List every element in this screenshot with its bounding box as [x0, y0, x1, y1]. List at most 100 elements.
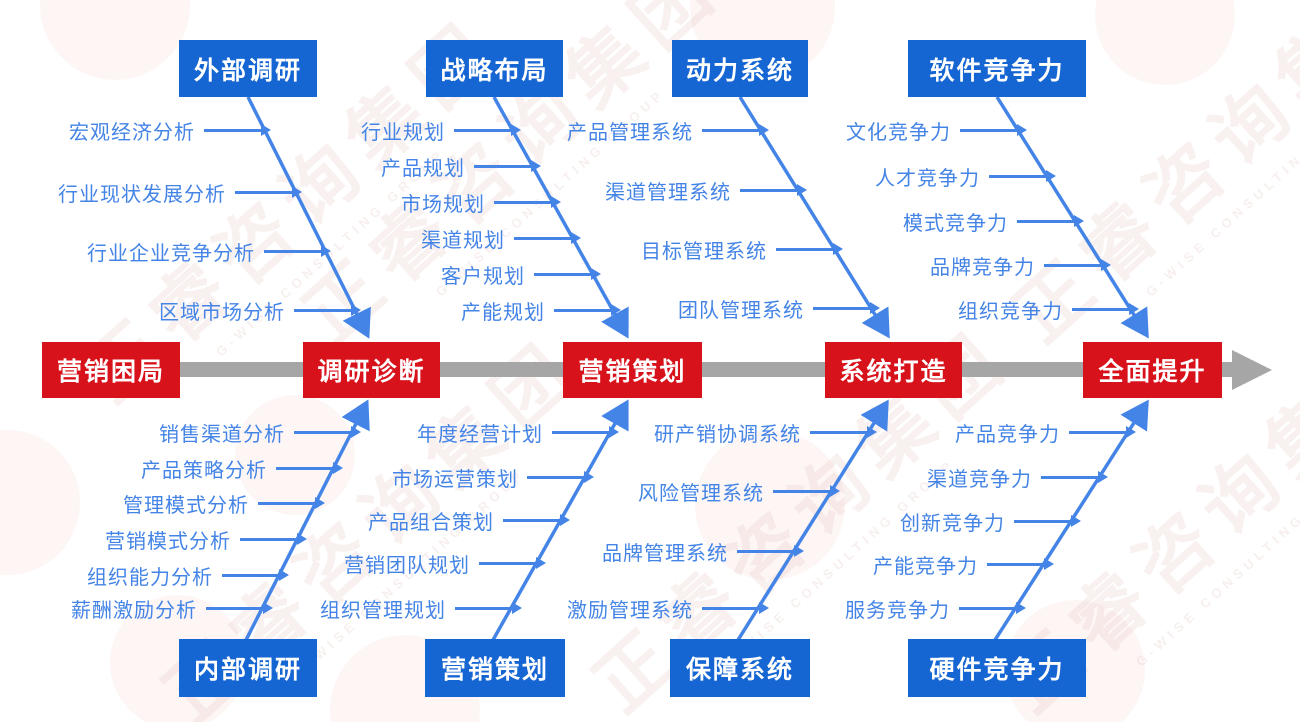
branch-item-label: 激励管理系统 — [567, 599, 693, 622]
top-cause-box-2-label: 战略布局 — [440, 56, 549, 85]
branch-item: 年度经营计划 — [417, 418, 619, 446]
branch-item-label: 区域市场分析 — [159, 301, 285, 324]
branch-item: 团队管理系统 — [678, 294, 880, 322]
arrow-right-icon — [960, 123, 1027, 136]
top-cause-box-4: 软件竞争力 — [908, 40, 1086, 97]
branch-item-label: 组织竞争力 — [958, 300, 1063, 323]
branch-item-label: 管理模式分析 — [123, 494, 249, 517]
branch-item: 产品组合策划 — [368, 506, 570, 534]
arrow-right-icon — [773, 484, 840, 497]
diagonal-line-bottom-1 — [244, 399, 370, 641]
top-cause-box-3-label: 动力系统 — [685, 56, 794, 85]
branch-item-label: 品牌竞争力 — [930, 256, 1035, 279]
branch-item-label: 模式竞争力 — [903, 212, 1008, 235]
arrow-right-icon — [737, 544, 804, 557]
arrow-right-icon — [264, 244, 331, 257]
arrow-right-icon — [294, 425, 361, 438]
branch-item-label: 市场规划 — [401, 193, 485, 216]
arrow-right-icon — [959, 601, 1026, 614]
diagonal-line-top-3 — [738, 96, 890, 339]
branch-item-label: 渠道竞争力 — [927, 468, 1032, 491]
arrow-right-icon — [1041, 470, 1108, 483]
branch-item: 行业企业竞争分析 — [87, 237, 331, 265]
branch-item-label: 市场运营策划 — [392, 468, 518, 491]
spine-node-3-label: 营销策划 — [578, 358, 687, 386]
diagonal-line-bottom-2 — [491, 399, 629, 641]
branch-item: 渠道竞争力 — [927, 463, 1108, 491]
bottom-cause-box-3: 保障系统 — [670, 639, 810, 697]
branch-item: 渠道管理系统 — [605, 176, 807, 204]
arrow-right-icon — [552, 425, 619, 438]
branch-item: 文化竞争力 — [846, 116, 1027, 144]
branch-item-label: 宏观经济分析 — [69, 121, 195, 144]
branch-item-label: 产能竞争力 — [873, 555, 978, 578]
top-cause-box-2: 战略布局 — [426, 40, 563, 97]
arrow-right-icon — [810, 425, 877, 438]
top-cause-box-1: 外部调研 — [179, 40, 317, 97]
arrow-right-icon — [240, 532, 307, 545]
top-cause-box-1-label: 外部调研 — [193, 56, 302, 85]
branch-item-label: 创新竞争力 — [900, 512, 1005, 535]
branch-item: 营销团队规划 — [344, 549, 546, 577]
spine-node-2: 调研诊断 — [303, 342, 440, 398]
bottom-cause-box-4: 硬件竞争力 — [908, 639, 1086, 697]
branch-item-label: 渠道规划 — [421, 229, 505, 252]
branch-item-label: 行业规划 — [361, 121, 445, 144]
branch-item: 组织竞争力 — [958, 295, 1139, 323]
branch-item-label: 组织能力分析 — [87, 566, 213, 589]
arrow-right-icon — [702, 123, 769, 136]
bottom-cause-box-4-label: 硬件竞争力 — [929, 656, 1065, 684]
arrow-right-icon — [534, 267, 601, 280]
arrow-right-icon — [989, 169, 1056, 182]
branch-item-label: 产品管理系统 — [567, 121, 693, 144]
branch-item-label: 研产销协调系统 — [654, 423, 801, 446]
branch-item: 品牌竞争力 — [930, 251, 1111, 279]
top-cause-box-3: 动力系统 — [672, 40, 808, 97]
branch-item-label: 产能规划 — [461, 301, 545, 324]
branch-item: 行业规划 — [361, 116, 521, 144]
arrow-right-icon — [503, 513, 570, 526]
arrow-right-icon — [206, 601, 273, 614]
spine-node-5: 全面提升 — [1083, 342, 1222, 398]
branch-item: 产品竞争力 — [955, 418, 1136, 446]
diagonal-line-top-2 — [492, 96, 629, 339]
branch-item-label: 团队管理系统 — [678, 299, 804, 322]
branch-item: 产品策略分析 — [141, 454, 343, 482]
spine-node-4-label: 系统打造 — [839, 358, 948, 386]
arrow-right-icon — [987, 557, 1054, 570]
arrow-right-icon — [479, 556, 546, 569]
branch-item-label: 文化竞争力 — [846, 121, 951, 144]
spine-node-4: 系统打造 — [825, 342, 962, 398]
branch-item-label: 客户规划 — [441, 265, 525, 288]
branch-item: 激励管理系统 — [567, 594, 769, 622]
bottom-cause-box-3-label: 保障系统 — [685, 656, 794, 684]
arrow-right-icon — [554, 303, 621, 316]
spine-node-3: 营销策划 — [563, 342, 702, 398]
branch-item-label: 年度经营计划 — [417, 423, 543, 446]
branch-item: 市场运营策划 — [392, 463, 594, 491]
arrow-right-icon — [235, 185, 302, 198]
branch-item: 行业现状发展分析 — [58, 178, 302, 206]
branch-item-label: 行业企业竞争分析 — [87, 242, 255, 265]
branch-item-label: 目标管理系统 — [641, 240, 767, 263]
branch-item: 产能竞争力 — [873, 550, 1054, 578]
branch-item: 风险管理系统 — [638, 477, 840, 505]
spine-node-1-label: 营销困局 — [56, 358, 165, 386]
branch-item: 创新竞争力 — [900, 507, 1081, 535]
arrow-right-icon — [702, 601, 769, 614]
branch-item: 产能规划 — [461, 296, 621, 324]
branch-item-label: 营销团队规划 — [344, 554, 470, 577]
branch-item: 目标管理系统 — [641, 235, 843, 263]
spine-arrow-icon — [1232, 350, 1272, 390]
branch-item-label: 薪酬激励分析 — [71, 599, 197, 622]
watermark-logo-circle — [235, 395, 355, 515]
branch-item: 薪酬激励分析 — [71, 594, 273, 622]
branch-item: 区域市场分析 — [159, 296, 361, 324]
bottom-cause-box-1: 内部调研 — [179, 639, 317, 697]
branch-item-label: 服务竞争力 — [845, 599, 950, 622]
branch-item: 营销模式分析 — [105, 525, 307, 553]
arrow-right-icon — [474, 159, 541, 172]
branch-item-label: 行业现状发展分析 — [58, 183, 226, 206]
diagonal-line-top-1 — [246, 96, 371, 339]
spine-node-2-label: 调研诊断 — [317, 358, 426, 386]
